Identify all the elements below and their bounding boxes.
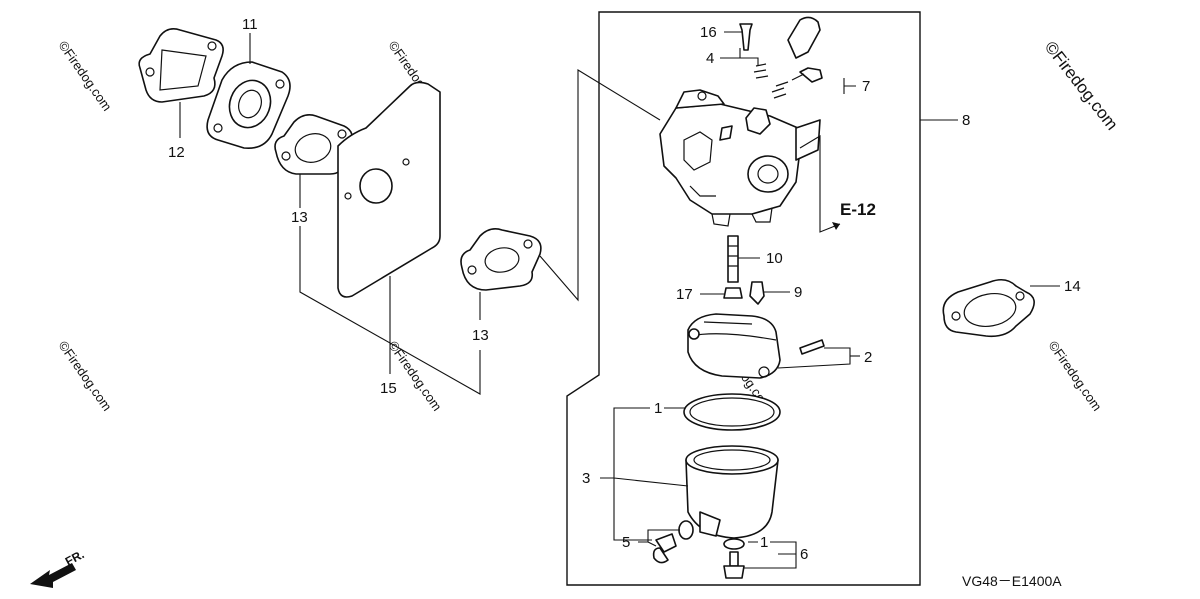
callout-numbers: 12 11 13 13 15 16 4 7 8 10 9 17 2 1 3 5 …: [168, 16, 1081, 563]
watermark-3: ©Firedog.com: [56, 338, 115, 414]
gasket-12: [138, 28, 224, 103]
callout-11: 11: [242, 16, 258, 33]
front-direction-label: FR.: [63, 547, 87, 568]
callout-1-upper: 1: [654, 400, 662, 417]
section-reference-label: E-12: [840, 200, 876, 219]
callout-7: 7: [862, 78, 870, 95]
watermark-6: ©Firedog.com: [1046, 338, 1105, 414]
watermark-top-right: ©Firedog.com: [1041, 38, 1122, 134]
callout-2: 2: [864, 349, 872, 366]
float-2: [687, 313, 825, 379]
callout-12: 12: [168, 144, 185, 161]
bowl-gasket-1-inner: [689, 397, 775, 427]
front-direction-indicator: FR.: [30, 547, 86, 588]
callout-16: 16: [700, 24, 717, 41]
drawing-code: VG48－E1400A: [962, 573, 1062, 589]
insulator-11: [206, 61, 291, 150]
top-fittings: [739, 16, 823, 99]
callout-4: 4: [706, 50, 714, 67]
callout-13-upper: 13: [291, 209, 308, 226]
gasket-14: [942, 278, 1035, 338]
callout-10: 10: [766, 250, 783, 267]
watermark-layer: ©Firedog.com ©Firedog.com ©Firedog.com ©…: [56, 38, 1105, 414]
callout-3: 3: [582, 470, 590, 487]
float-bowl-3: [685, 445, 779, 539]
bowl-gasket-1: [683, 393, 781, 431]
assembly-frame: [566, 11, 921, 586]
leader-lines: [179, 31, 1060, 569]
gasket-13-lower: [460, 228, 542, 291]
callout-1-lower: 1: [760, 534, 768, 551]
jet-parts: [723, 235, 765, 305]
plate-15: [337, 81, 441, 298]
carburetor-body: [659, 89, 821, 227]
callout-15: 15: [380, 380, 397, 397]
callout-6: 6: [800, 546, 808, 563]
gasket-13-upper: [274, 114, 353, 175]
callout-14: 14: [1064, 278, 1081, 295]
callout-17: 17: [676, 286, 693, 303]
watermark-4: ©Firedog.com: [386, 338, 445, 414]
drain-screw-5: [652, 520, 694, 564]
callout-8: 8: [962, 112, 970, 129]
callout-13-lower: 13: [472, 327, 489, 344]
callout-5: 5: [622, 534, 630, 551]
callout-9: 9: [794, 284, 802, 301]
watermark-1: ©Firedog.com: [56, 38, 115, 114]
front-arrow-icon: [30, 563, 76, 588]
bowl-bolt-6: [723, 538, 745, 579]
